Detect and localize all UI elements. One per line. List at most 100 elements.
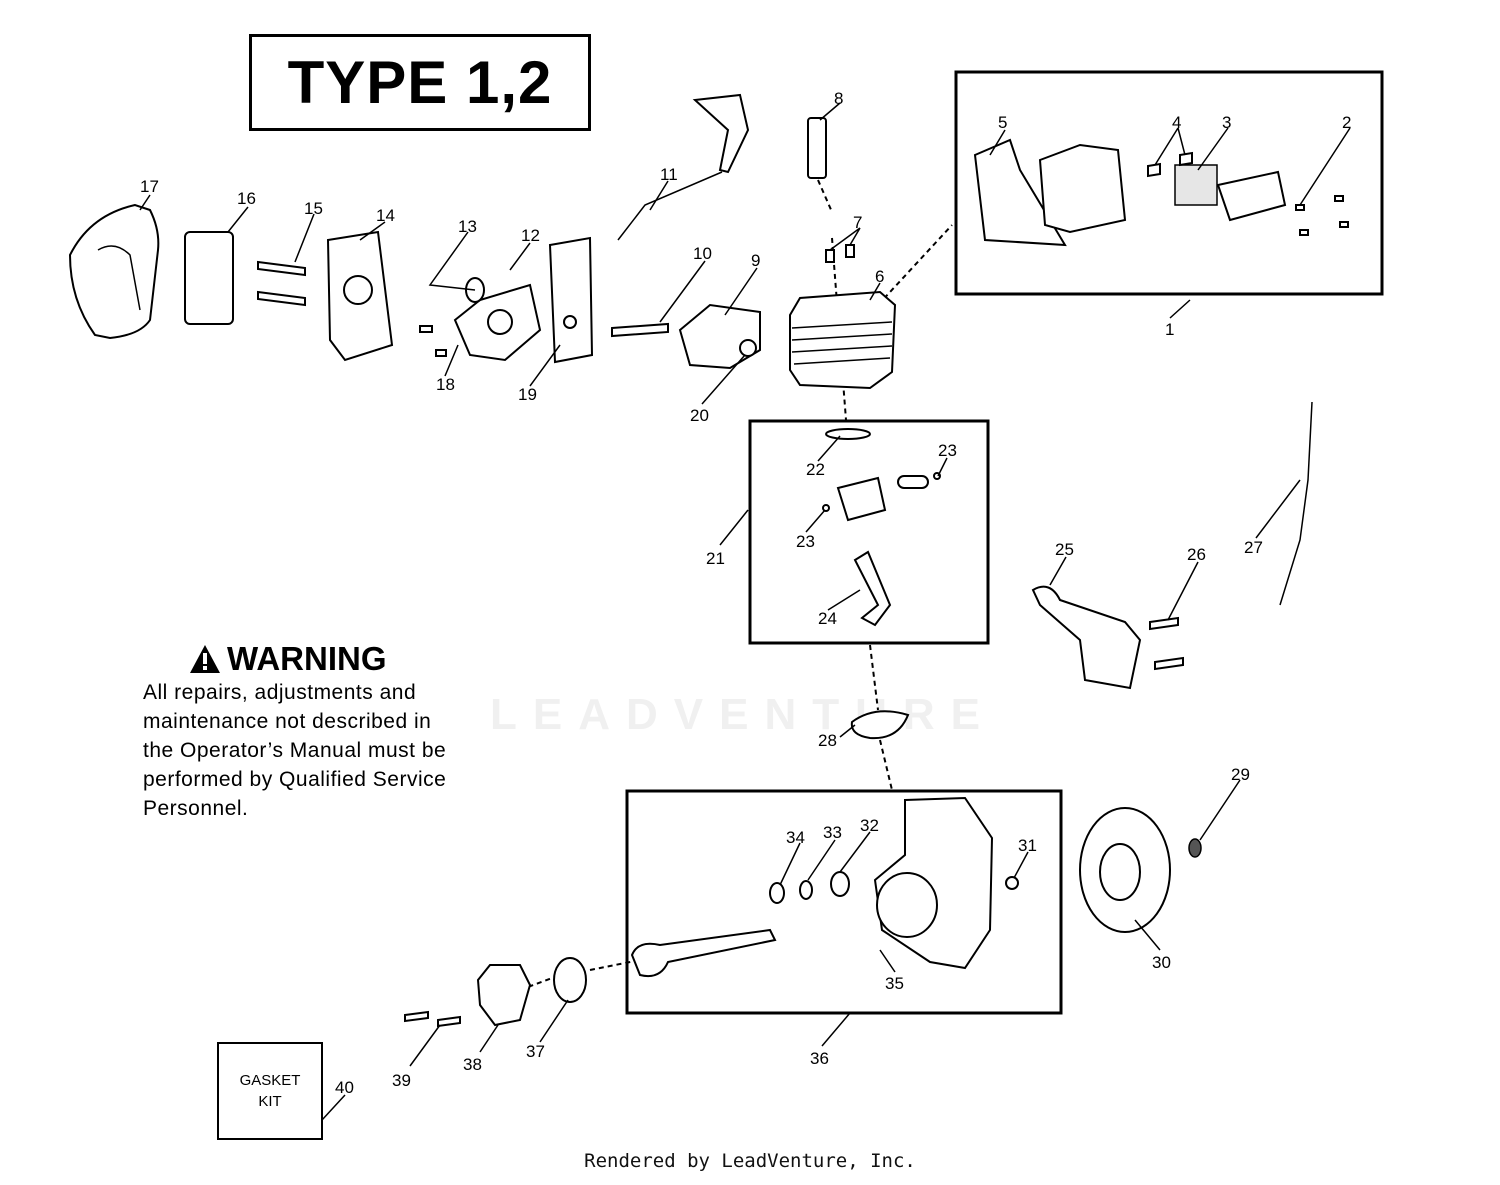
o-ring [553, 957, 587, 1003]
callout-27: 27 [1244, 538, 1263, 557]
warning-notice: WARNING All repairs, adjustments and mai… [143, 640, 523, 823]
callout-17: 17 [140, 177, 159, 196]
muffler-axis [877, 224, 953, 306]
filter-screws [257, 260, 306, 307]
callout-4: 4 [1172, 113, 1181, 132]
callout-22: 22 [806, 460, 825, 479]
throttle-cable [617, 171, 723, 241]
crank-washer [799, 880, 813, 900]
flywheel-hub [1099, 843, 1141, 901]
gasket-kit-line2: KIT [258, 1093, 282, 1110]
callout-28: 28 [818, 731, 837, 750]
intake-manifold [678, 303, 761, 370]
carburetor-screws [419, 325, 447, 357]
gasket-hole [563, 315, 577, 329]
muffler-screws [1295, 195, 1349, 236]
callout-1: 1 [1165, 320, 1174, 339]
callout-14: 14 [376, 206, 395, 225]
cylinder [789, 290, 897, 390]
callout-8: 8 [834, 89, 843, 108]
piston [836, 476, 887, 522]
gasket-kit-box: GASKET KIT [217, 1042, 323, 1140]
ignition-wire [1279, 401, 1313, 606]
callout-7: 7 [853, 213, 862, 232]
callout-leaders [139, 102, 1351, 1121]
callout-36: 36 [810, 1049, 829, 1068]
type-title-box: TYPE 1,2 [249, 34, 591, 131]
throttle-trigger [692, 93, 750, 174]
gasket-kit-line1: GASKET [239, 1072, 301, 1089]
callout-9: 9 [751, 251, 760, 270]
callout-39: 39 [392, 1071, 411, 1090]
crankcase-bore [876, 872, 938, 938]
callout-40: 40 [335, 1078, 354, 1097]
air-filter [184, 231, 234, 325]
callout-3: 3 [1222, 113, 1231, 132]
bearing-housing [476, 964, 532, 1027]
cylinder-gasket [850, 710, 910, 740]
callout-35: 35 [885, 974, 904, 993]
callout-29: 29 [1231, 765, 1250, 784]
callout-25: 25 [1055, 540, 1074, 559]
callout-20: 20 [690, 406, 709, 425]
callout-23a: 23 [938, 441, 957, 460]
pin-clip-b [822, 504, 830, 512]
callout-24: 24 [818, 609, 837, 628]
muffler [1038, 143, 1127, 234]
cylinder-axis [869, 644, 893, 791]
callout-16: 16 [237, 189, 256, 208]
ignition-module [1031, 585, 1142, 690]
warning-line: maintenance not described in [143, 710, 432, 733]
muffler-cover [1216, 170, 1287, 222]
callout-30: 30 [1152, 953, 1171, 972]
crankcase-assembly-box [625, 789, 1063, 1015]
manifold-screws [611, 322, 669, 338]
flywheel-washer [1188, 838, 1202, 858]
air-filter-cover-detail [97, 245, 141, 311]
carburetor-bore [487, 309, 513, 335]
warning-heading-text: WARNING [227, 640, 387, 677]
callout-18: 18 [436, 375, 455, 394]
intake-gasket [548, 236, 594, 364]
callout-38: 38 [463, 1055, 482, 1074]
callout-31: 31 [1018, 836, 1037, 855]
piston-pin [897, 475, 929, 489]
cylinder-fins [791, 321, 893, 365]
connecting-rod [853, 550, 892, 627]
warning-line: All repairs, adjustments and [143, 681, 417, 704]
warning-heading: WARNING [189, 640, 523, 678]
callout-11: 11 [660, 165, 678, 184]
callout-34: 34 [786, 828, 805, 847]
crankshaft-axis [519, 959, 641, 991]
type-title: TYPE 1,2 [287, 49, 553, 116]
cylinder-bolts [825, 244, 855, 263]
piston-assembly-box [748, 419, 990, 645]
callout-6: 6 [875, 267, 884, 286]
callout-26: 26 [1187, 545, 1206, 564]
callout-15: 15 [304, 199, 323, 218]
callout-12: 12 [521, 226, 540, 245]
callout-13: 13 [458, 217, 477, 236]
manifold-ring [739, 339, 757, 357]
crank-seal [769, 882, 785, 904]
callout-23b: 23 [796, 532, 815, 551]
bracket-hole [343, 275, 373, 305]
muffler-assembly-box [954, 70, 1384, 296]
callout-21: 21 [706, 549, 725, 568]
callout-10: 10 [693, 244, 712, 263]
muffler-heat-shield [973, 138, 1067, 247]
housing-screws [404, 1010, 461, 1028]
spark-plug [807, 117, 827, 179]
piston-ring [825, 428, 871, 440]
crank-bearing [830, 871, 850, 897]
warning-line: Personnel. [143, 797, 249, 820]
spark-arrestor-screen [1174, 164, 1218, 206]
warning-line: performed by Qualified Service [143, 768, 447, 791]
callout-2: 2 [1342, 113, 1351, 132]
retaining-ring [1005, 876, 1019, 890]
footer-credit: Rendered by LeadVenture, Inc. [584, 1150, 916, 1172]
callout-19: 19 [518, 385, 537, 404]
callout-37: 37 [526, 1042, 545, 1061]
ignition-screws [1149, 616, 1184, 671]
